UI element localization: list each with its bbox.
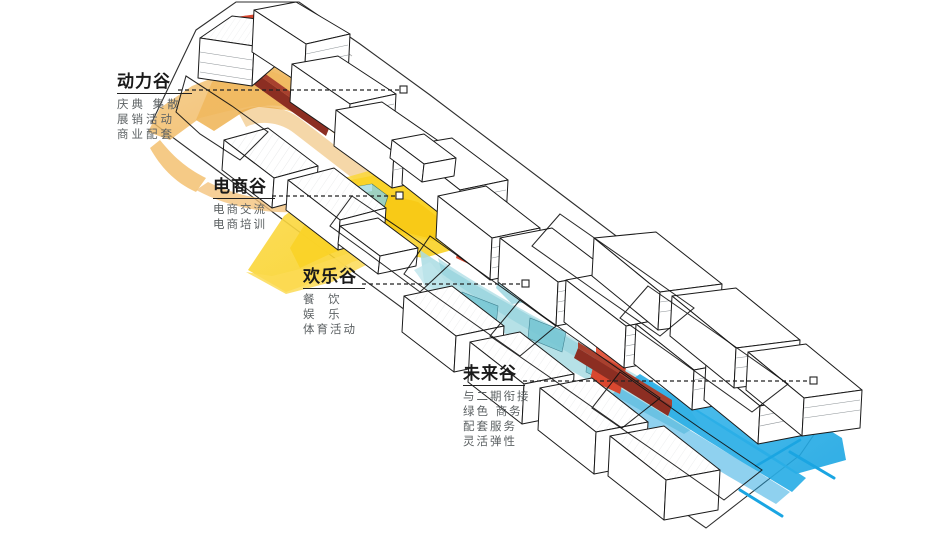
label-sub-item: 展销活动 [117,112,175,126]
label-sub-item: 与二期衔接 [463,389,531,403]
label-dongli-power-valley: 动力谷 庆典 集散 展销活动 商业配套 [117,72,192,142]
label-huanle-joy-valley: 欢乐谷 餐 饮 娱 乐 体育活动 [303,267,365,337]
label-underline [303,288,365,289]
label-title: 电商谷 [213,177,267,197]
label-dianshang-ecommerce-valley: 电商谷 电商交流 电商培训 [213,177,275,232]
label-underline [463,385,525,386]
label-title: 动力谷 [117,72,171,92]
label-sub-item: 餐 饮 [303,292,345,306]
label-title: 欢乐谷 [303,267,357,287]
label-sub-item: 电商交流 [213,202,267,216]
building-block [389,133,457,183]
label-sub-item: 配套服务 [463,419,517,433]
label-sub-item: 体育活动 [303,322,357,336]
label-sub-item: 娱 乐 [303,307,345,321]
leader-end-markers [395,85,818,385]
label-underline [117,93,192,94]
label-sub-item: 商业配套 [117,127,175,141]
leader-lines [178,89,814,382]
label-title: 未来谷 [463,364,517,384]
label-weilai-future-valley: 未来谷 与二期衔接 绿色 商务 配套服务 灵活弹性 [463,364,531,449]
block-outlines [175,75,789,501]
label-sub-item: 电商培训 [213,217,267,231]
label-sub-item: 庆典 集散 [117,97,182,111]
building-block [337,217,419,275]
label-sub-item: 灵活弹性 [463,434,517,448]
label-sub-item: 绿色 商务 [463,404,523,418]
label-underline [213,198,275,199]
